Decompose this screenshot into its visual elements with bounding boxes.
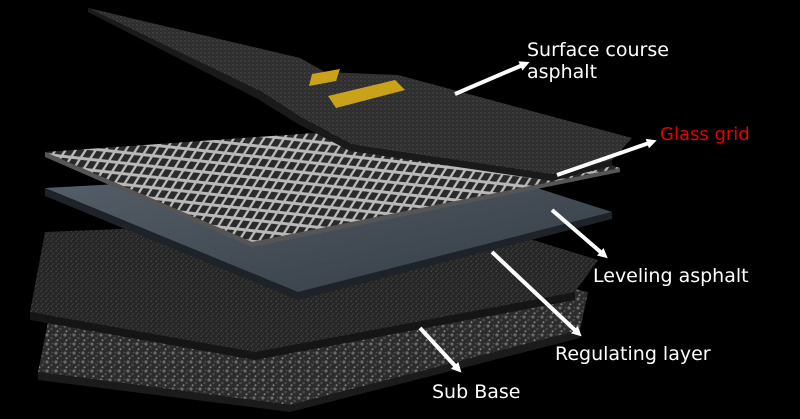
leveling-asphalt-label: Leveling asphalt: [593, 265, 749, 287]
road-marking-2: [328, 80, 405, 108]
surface-course-label-line1: Surface course: [527, 39, 669, 61]
arrow-leveling-asphalt: [550, 208, 608, 259]
arrow-regulating-layer: [490, 250, 582, 337]
arrow-surface-course: [454, 61, 530, 96]
arrow-glass-grid: [556, 138, 657, 177]
surface-course-label-line2: asphalt: [527, 61, 598, 83]
sub-base-label: Sub Base: [432, 381, 521, 403]
glass-grid-label: Glass grid: [660, 124, 750, 145]
regulating-layer-label: Regulating layer: [555, 343, 711, 365]
arrow-sub-base: [418, 326, 462, 373]
surface-course-layer: [88, 8, 632, 181]
surface-course-label: Surface course asphalt: [527, 39, 669, 83]
road-marking-1: [309, 69, 340, 86]
